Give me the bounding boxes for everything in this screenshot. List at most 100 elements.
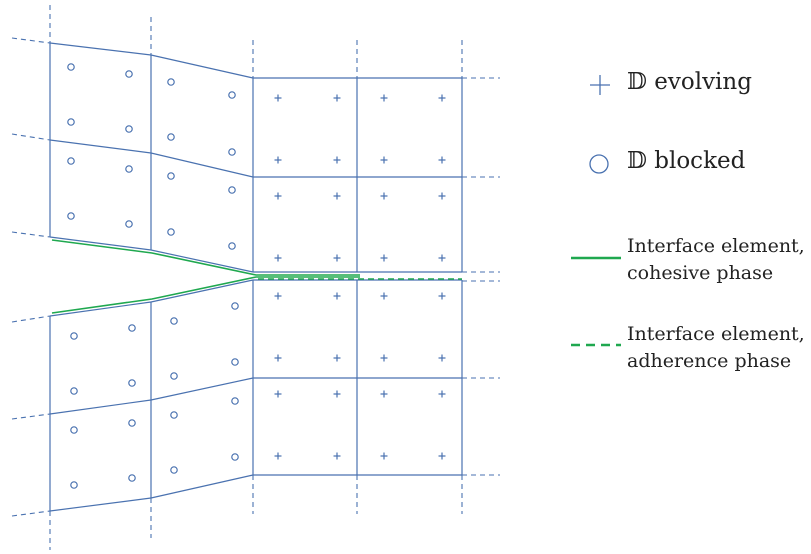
evolving-node xyxy=(380,292,388,300)
mesh-edge xyxy=(49,301,152,317)
legend-adherence-line1: Interface element, xyxy=(627,323,805,345)
interface-elements xyxy=(51,239,462,314)
mesh-extension xyxy=(11,231,51,238)
evolving-node xyxy=(333,292,341,300)
blocked-node xyxy=(67,157,75,165)
evolving-node xyxy=(274,156,282,164)
blocked-node xyxy=(67,63,75,71)
blocked-node xyxy=(70,481,78,489)
mesh-edge xyxy=(49,139,152,154)
evolving-node xyxy=(333,452,341,460)
blocked-node xyxy=(128,474,136,482)
evolving-node xyxy=(380,452,388,460)
blocked-node xyxy=(128,324,136,332)
mesh-edge xyxy=(49,236,152,251)
legend-cohesive-line2: cohesive phase xyxy=(627,262,774,284)
blocked-node xyxy=(231,397,239,405)
blocked-node xyxy=(228,242,236,250)
evolving-node xyxy=(380,192,388,200)
evolving-node xyxy=(438,192,446,200)
evolving-node xyxy=(333,354,341,362)
blocked-node xyxy=(167,172,175,180)
legend-icons xyxy=(571,75,621,347)
mesh-extension xyxy=(11,413,51,420)
evolving-node xyxy=(274,390,282,398)
evolving-nodes xyxy=(274,94,446,460)
interface-cohesive-lower xyxy=(51,276,360,314)
blocked-node xyxy=(231,302,239,310)
evolving-node xyxy=(333,192,341,200)
blocked-node xyxy=(128,419,136,427)
evolving-node xyxy=(438,292,446,300)
evolving-node xyxy=(274,192,282,200)
blocked-node xyxy=(70,426,78,434)
mesh-edge xyxy=(49,399,152,415)
mesh-edge xyxy=(150,377,254,401)
mesh-edge xyxy=(150,152,254,178)
blocked-node xyxy=(170,466,178,474)
blocked-node xyxy=(128,379,136,387)
mesh-extension xyxy=(11,315,51,323)
mesh-edge xyxy=(49,497,152,512)
mesh-edge xyxy=(150,54,254,79)
mesh-extension xyxy=(11,133,51,141)
blocked-node xyxy=(170,372,178,380)
blocked-node xyxy=(167,228,175,236)
blocked-node xyxy=(167,133,175,141)
mesh-extension xyxy=(11,510,51,517)
evolving-node xyxy=(380,94,388,102)
evolving-node xyxy=(333,94,341,102)
blocked-node xyxy=(67,212,75,220)
mesh-extension xyxy=(11,37,51,44)
blocked-node xyxy=(125,220,133,228)
evolving-node xyxy=(333,156,341,164)
blocked-node xyxy=(170,317,178,325)
evolving-node xyxy=(274,94,282,102)
blocked-node xyxy=(125,165,133,173)
blocked-node xyxy=(228,148,236,156)
blocked-node xyxy=(125,125,133,133)
blocked-node xyxy=(231,453,239,461)
mesh-dashed-extensions xyxy=(11,5,500,550)
interface-cohesive-upper xyxy=(51,239,360,276)
blocked-node xyxy=(167,78,175,86)
blocked-node xyxy=(125,70,133,78)
blocked-node xyxy=(70,332,78,340)
evolving-node xyxy=(438,156,446,164)
blocked-node xyxy=(231,358,239,366)
legend-cohesive-line1: Interface element, xyxy=(627,235,805,257)
evolving-node xyxy=(274,452,282,460)
evolving-node xyxy=(438,390,446,398)
mesh-edge xyxy=(150,474,254,499)
legend-cohesive-label: Interface element, cohesive phase xyxy=(627,233,807,287)
evolving-node xyxy=(274,292,282,300)
evolving-node xyxy=(438,254,446,262)
blocked-node xyxy=(228,91,236,99)
evolving-node xyxy=(380,254,388,262)
plus-icon xyxy=(590,75,610,95)
blocked-node xyxy=(170,411,178,419)
blocked-node xyxy=(70,387,78,395)
blocked-node xyxy=(67,118,75,126)
blocked-nodes xyxy=(67,63,239,489)
legend-adherence-label: Interface element, adherence phase xyxy=(627,321,807,375)
mesh-edge xyxy=(150,279,254,303)
evolving-node xyxy=(438,94,446,102)
evolving-node xyxy=(333,390,341,398)
evolving-node xyxy=(380,390,388,398)
evolving-node xyxy=(274,254,282,262)
evolving-node xyxy=(438,452,446,460)
evolving-node xyxy=(274,354,282,362)
evolving-node xyxy=(333,254,341,262)
mesh-edge xyxy=(150,249,254,273)
evolving-node xyxy=(380,354,388,362)
evolving-node xyxy=(438,354,446,362)
legend-adherence-line2: adherence phase xyxy=(627,350,792,372)
legend-blocked-label: 𝔻 blocked xyxy=(627,148,746,174)
mesh-edge xyxy=(49,42,152,56)
circle-icon xyxy=(589,154,609,174)
blocked-node xyxy=(228,186,236,194)
legend-evolving-label: 𝔻 evolving xyxy=(627,69,752,95)
